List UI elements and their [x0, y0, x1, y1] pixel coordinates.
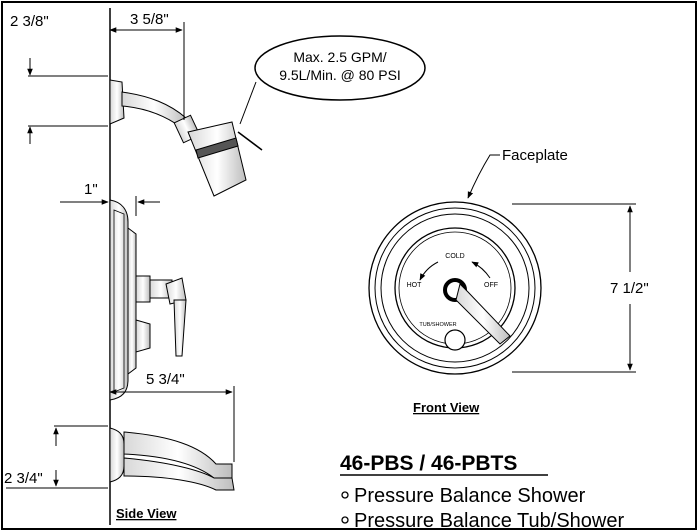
- shower-head: [187, 121, 263, 197]
- dim-plate-depth-label: 1": [84, 181, 98, 198]
- off-label: OFF: [484, 282, 498, 289]
- front-faceplate: COLD HOT OFF TUB/SHOWER: [368, 201, 542, 375]
- callout-line-2: 9.5L/Min. @ 80 PSI: [279, 67, 401, 83]
- tub-spout: [109, 427, 235, 491]
- dim-spout-height-label: 2 3/4": [4, 470, 43, 487]
- flow-callout: Max. 2.5 GPM/ 9.5L/Min. @ 80 PSI: [239, 35, 426, 125]
- faceplate-label: Faceplate: [502, 147, 568, 164]
- dim-arm-height: 2 3/8": [10, 13, 108, 144]
- bullet-icon: [341, 516, 349, 524]
- dim-plate-depth: 1": [60, 181, 160, 216]
- dim-arm-height-label: 2 3/8": [10, 13, 49, 30]
- cold-label: COLD: [445, 253, 464, 260]
- bullet-1: Pressure Balance Shower: [354, 485, 586, 507]
- hot-label: HOT: [407, 282, 423, 289]
- dim-arm-reach-label: 3 5/8": [130, 11, 169, 28]
- dim-spout-reach-label: 5 3/4": [146, 371, 185, 388]
- dim-plate-height-label: 7 1/2": [610, 280, 649, 297]
- bullet-2: Pressure Balance Tub/Shower: [354, 510, 624, 531]
- side-view-label: Side View: [116, 506, 177, 521]
- front-view-label: Front View: [413, 400, 480, 415]
- dim-plate-height: 7 1/2": [512, 203, 649, 373]
- dim-spout-height: 2 3/4": [4, 425, 108, 489]
- callout-line-1: Max. 2.5 GPM/: [293, 49, 386, 65]
- dim-spout-reach: 5 3/4": [109, 371, 235, 462]
- shower-arm: [109, 79, 201, 144]
- diverter-label: TUB/SHOWER: [419, 322, 456, 328]
- model-number: 46-PBS / 46-PBTS: [340, 452, 517, 475]
- side-escutcheon: [109, 199, 187, 401]
- faceplate-callout: Faceplate: [467, 147, 568, 199]
- dim-arm-reach: 3 5/8": [109, 11, 185, 120]
- bullet-icon: [341, 491, 349, 499]
